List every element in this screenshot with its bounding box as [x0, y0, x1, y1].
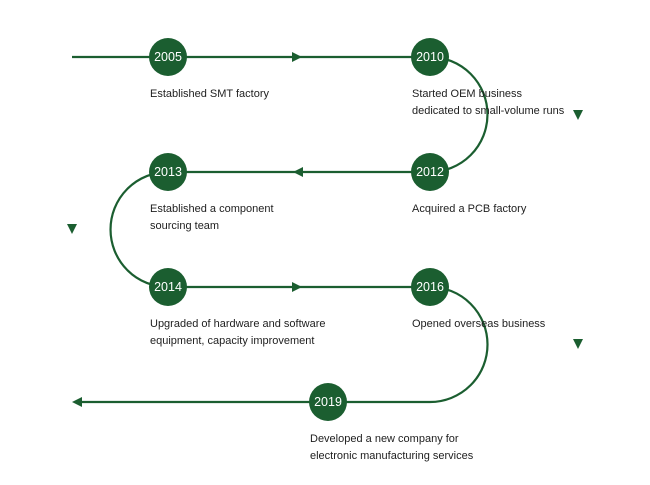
milestone-description: Acquired a PCB factory	[412, 203, 527, 215]
milestone-description: Upgraded of hardware and software equipm…	[150, 318, 326, 347]
year-badge-2014: 2014	[149, 268, 187, 306]
milestone-description: Developed a new company for electronic m…	[310, 433, 474, 462]
arrow-left-icon	[72, 397, 82, 407]
arrow-down-icon	[573, 339, 583, 349]
arrow-down-icon	[67, 224, 77, 234]
arrow-right-icon	[292, 52, 302, 62]
milestone-description: Started OEM business dedicated to small-…	[412, 88, 565, 117]
milestone-description: Established a component sourcing team	[150, 203, 274, 232]
arrow-left-icon	[293, 167, 303, 177]
timeline-line	[72, 55, 489, 404]
year-badge-2010: 2010	[411, 38, 449, 76]
milestone-description: Established SMT factory	[150, 88, 270, 100]
year-badge-2016: 2016	[411, 268, 449, 306]
year-badge-2012: 2012	[411, 153, 449, 191]
year-badge-2019: 2019	[309, 383, 347, 421]
year-badge-2013: 2013	[149, 153, 187, 191]
arrow-down-icon	[573, 110, 583, 120]
milestone-description: Opened overseas business	[412, 318, 546, 330]
arrow-right-icon	[292, 282, 302, 292]
year-badge-2005: 2005	[149, 38, 187, 76]
